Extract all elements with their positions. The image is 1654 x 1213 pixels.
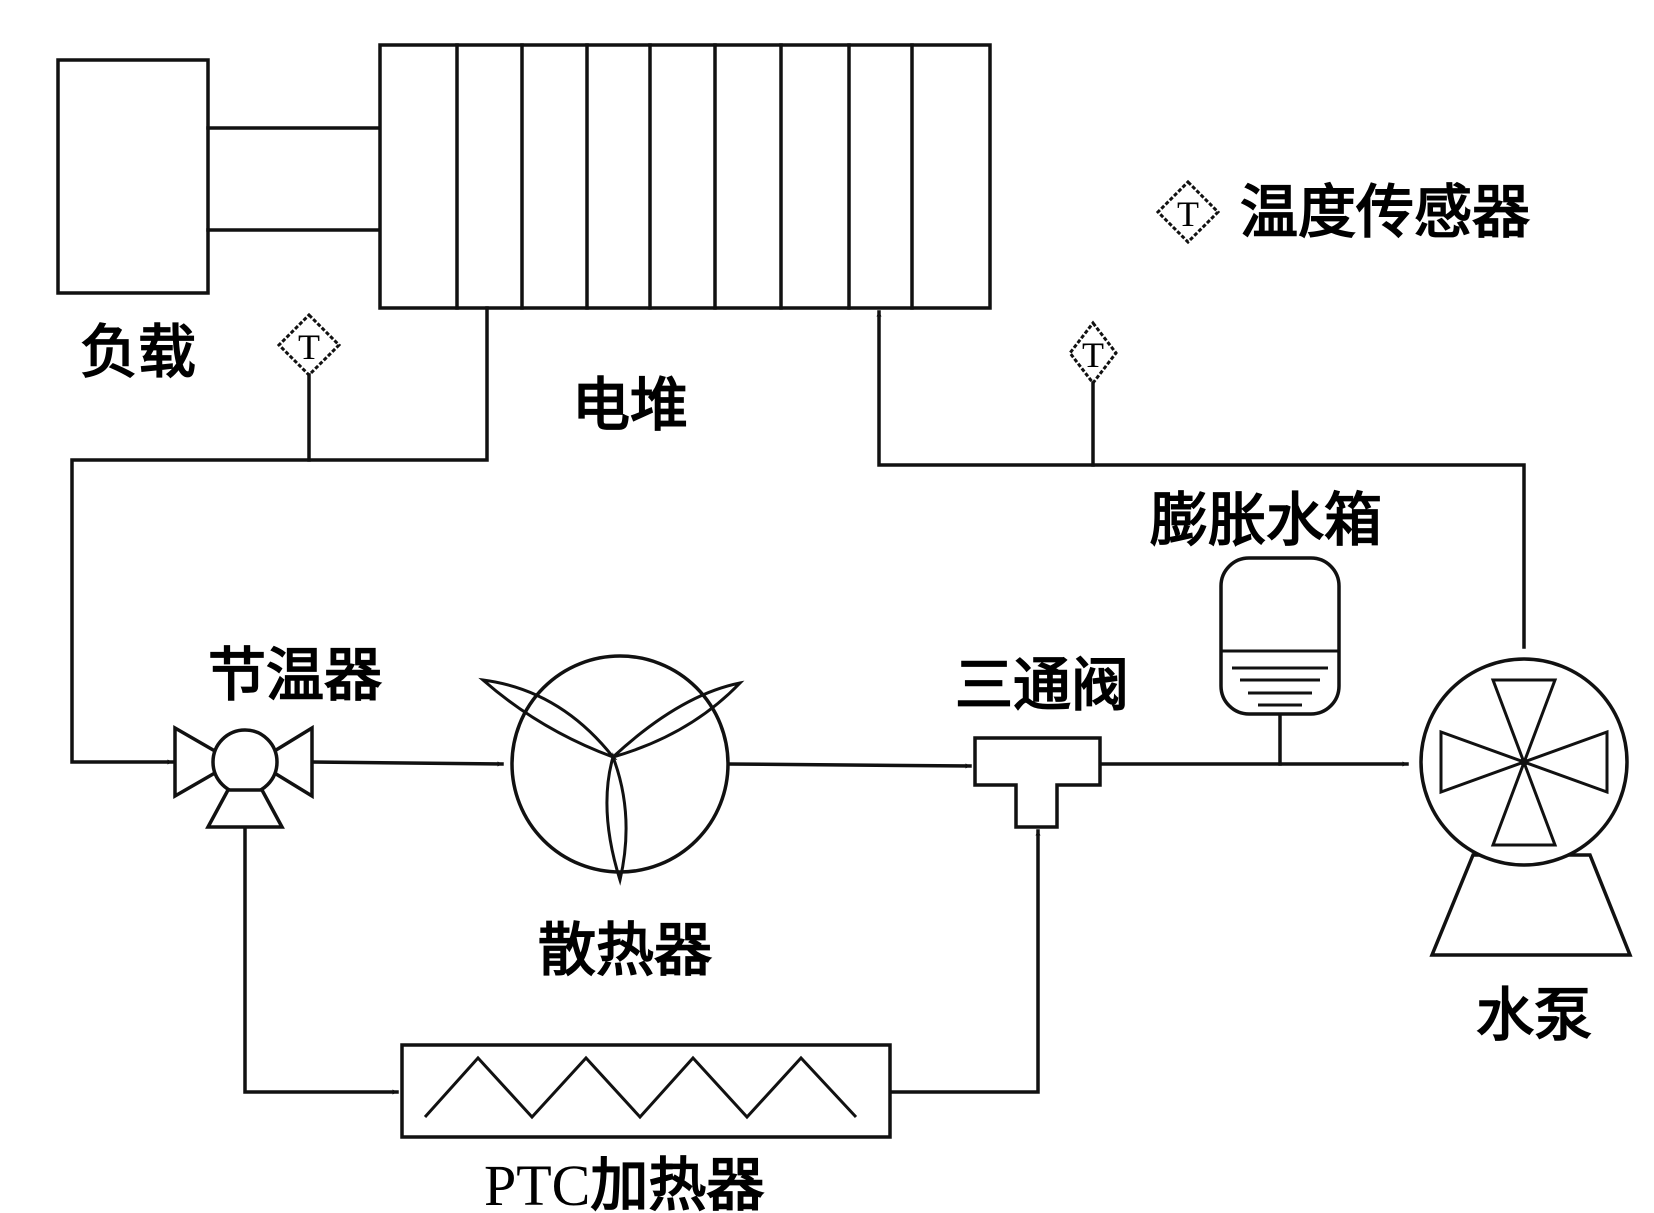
ptc-heater [400,1043,892,1139]
water-pump-label: 水泵 [1476,981,1592,1049]
pipe-thermostat-to-ptc [243,826,399,1095]
pipe-pump-to-stack [876,310,1526,649]
three-way-valve-label: 三通阀 [955,651,1129,719]
load-block [56,58,210,295]
temperature-sensor-outlet: T [276,312,342,462]
stack-label: 电堆 [572,371,688,439]
radiator-fan [478,654,745,886]
pipe-radiator-to-valve [726,762,972,769]
legend-sensor-symbol: T [1177,194,1199,234]
legend: T 温度传感器 [1155,178,1531,246]
pipe-thermostat-to-radiator [310,760,504,767]
legend-label: 温度传感器 [1240,178,1531,246]
fuel-cell-stack [378,43,992,310]
sensor-outlet-symbol: T [298,327,320,367]
ptc-heater-label: PTC加热器 [484,1151,765,1213]
water-pump [1419,657,1633,957]
temperature-sensor-icon: T [1155,179,1221,245]
pipe-stack-to-thermostat [70,306,489,765]
load-stack-connector [206,126,382,232]
expansion-tank [1219,556,1341,716]
thermostat-label: 节温器 [208,641,383,709]
radiator-label: 散热器 [538,916,713,984]
load-label: 负载 [80,318,196,386]
thermostat-valve [173,724,314,829]
three-way-valve [973,736,1102,829]
stack-cell-dividers [455,43,914,310]
temperature-sensor-inlet: T [1068,320,1118,467]
expansion-tank-label: 膨胀水箱 [1150,486,1382,554]
sensor-inlet-symbol: T [1082,335,1104,375]
pipe-ptc-to-valve [888,829,1041,1094]
